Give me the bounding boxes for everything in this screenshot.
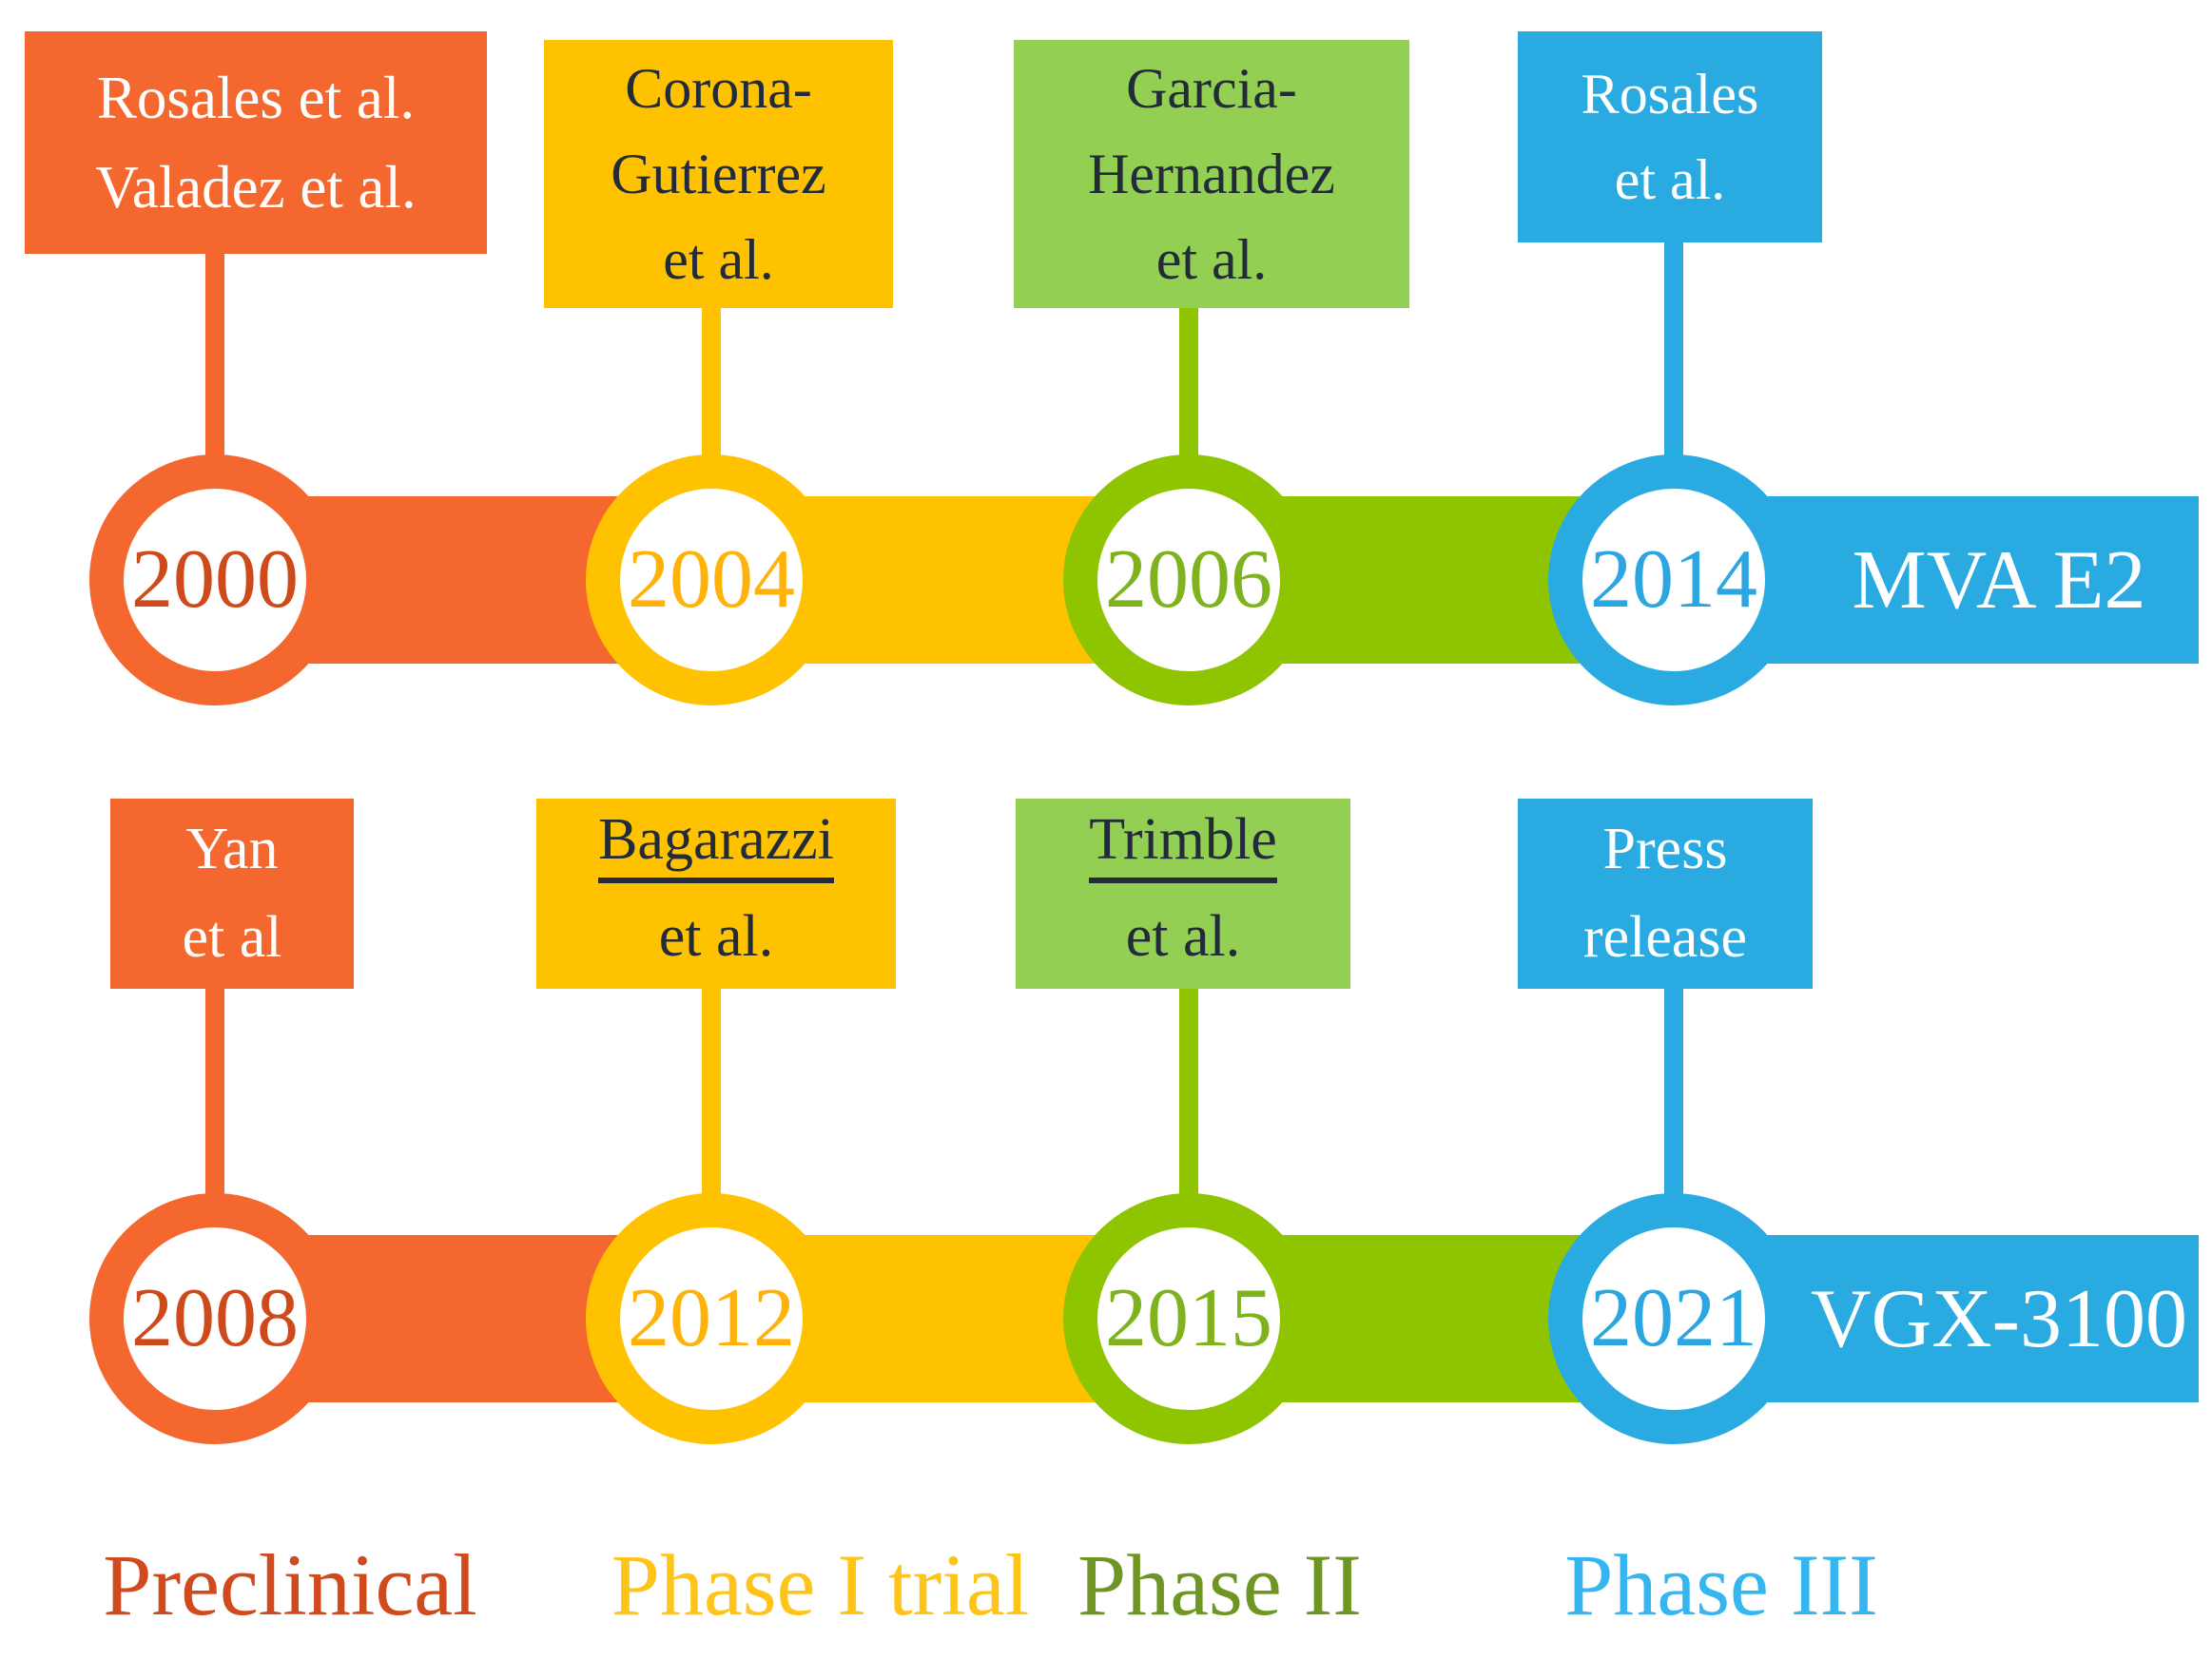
phase-label-phase-3: Phase III (1564, 1536, 1878, 1633)
year-text: 2012 (628, 1272, 795, 1364)
callout-press-release: Press release (1518, 799, 1813, 989)
stem-2014 (1664, 242, 1683, 473)
year-text: 2004 (628, 533, 795, 626)
callout-line: Corona- (625, 57, 812, 120)
year-text: 2000 (131, 533, 299, 626)
year-text: 2021 (1590, 1272, 1757, 1364)
year-circle-2008: 2008 (89, 1193, 340, 1444)
stem-2008 (205, 989, 224, 1209)
phase-label-phase-1: Phase I trial (611, 1536, 1030, 1633)
year-text: 2006 (1105, 533, 1272, 626)
callout-garcia-hernandez: Garcia- Hernandez et al. (1014, 40, 1409, 308)
callout-line: Yan (185, 817, 279, 881)
callout-bagarazzi: Bagarazzi et al. (536, 799, 896, 989)
callout-line-underlined: Trimble (1089, 806, 1277, 884)
callout-yan: Yan et al (110, 799, 354, 989)
year-text: 2008 (131, 1272, 299, 1364)
callout-line: et al (182, 905, 282, 970)
stem-2012 (702, 989, 721, 1209)
stem-2004 (702, 308, 721, 473)
product-label-vgx-3100: VGX-3100 (1811, 1272, 2187, 1365)
year-text: 2015 (1105, 1272, 1272, 1364)
callout-line: et al. (1614, 148, 1726, 211)
phase-label-preclinical: Preclinical (103, 1536, 477, 1633)
callout-line: Garcia- (1126, 57, 1297, 120)
year-circle-2004: 2004 (586, 454, 837, 705)
callout-trimble: Trimble et al. (1016, 799, 1350, 989)
callout-line: Rosales (1581, 63, 1759, 125)
year-circle-2015: 2015 (1063, 1193, 1314, 1444)
callout-line: release (1582, 905, 1748, 970)
callout-line: Valadez et al. (95, 154, 417, 221)
year-circle-2021: 2021 (1548, 1193, 1799, 1444)
callout-line: Gutierrez (611, 143, 826, 205)
year-circle-2014: 2014 (1548, 454, 1799, 705)
callout-rosales: Rosales et al. (1518, 31, 1822, 242)
callout-line: Rosales et al. (96, 64, 416, 131)
year-circle-2000: 2000 (89, 454, 340, 705)
callout-line: et al. (658, 904, 774, 970)
callout-line: Press (1602, 817, 1728, 881)
stem-2015 (1179, 989, 1198, 1209)
callout-line: et al. (663, 228, 774, 291)
stem-2000 (205, 254, 224, 473)
year-text: 2014 (1590, 533, 1757, 626)
callout-line: Hernandez (1088, 143, 1335, 205)
year-circle-2006: 2006 (1063, 454, 1314, 705)
stem-2021 (1664, 989, 1683, 1209)
product-label-mva-e2: MVA E2 (1852, 533, 2146, 627)
callout-line: et al. (1155, 228, 1268, 291)
stem-2006 (1179, 308, 1198, 473)
callout-rosales-valadez: Rosales et al. Valadez et al. (25, 31, 487, 254)
callout-line-underlined: Bagarazzi (598, 806, 834, 884)
phase-label-phase-2: Phase II (1077, 1536, 1362, 1633)
callout-line: et al. (1125, 904, 1241, 970)
year-circle-2012: 2012 (586, 1193, 837, 1444)
callout-corona-gutierrez: Corona- Gutierrez et al. (544, 40, 893, 308)
